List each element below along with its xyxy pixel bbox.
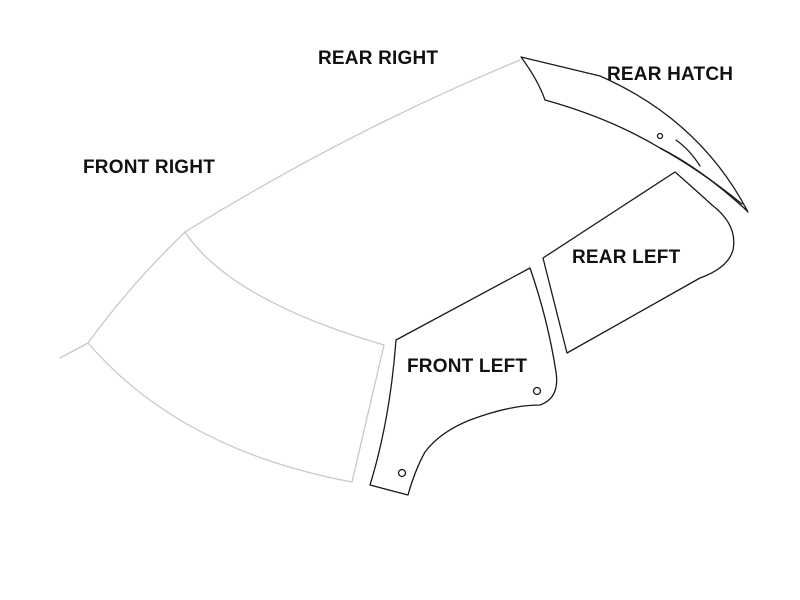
windshield-outline bbox=[87, 231, 385, 483]
rear-left-glass bbox=[542, 171, 735, 354]
rear-hatch-detail-2 bbox=[675, 139, 701, 167]
roof-line bbox=[184, 59, 521, 233]
faint-body-outline bbox=[59, 59, 521, 483]
front-left-hole-lower bbox=[397, 468, 407, 478]
label-front-left: FRONT LEFT bbox=[407, 356, 528, 377]
front-left-hole-upper bbox=[532, 386, 542, 396]
label-rear-hatch: REAR HATCH bbox=[607, 64, 734, 85]
front-left-glass bbox=[369, 267, 558, 496]
label-rear-left: REAR LEFT bbox=[572, 247, 681, 268]
label-front-right: FRONT RIGHT bbox=[83, 157, 216, 178]
rear-hatch-detail bbox=[659, 147, 743, 205]
label-rear-right: REAR RIGHT bbox=[318, 48, 439, 69]
rear-hatch-hole bbox=[656, 132, 664, 140]
hood-line bbox=[59, 342, 89, 359]
